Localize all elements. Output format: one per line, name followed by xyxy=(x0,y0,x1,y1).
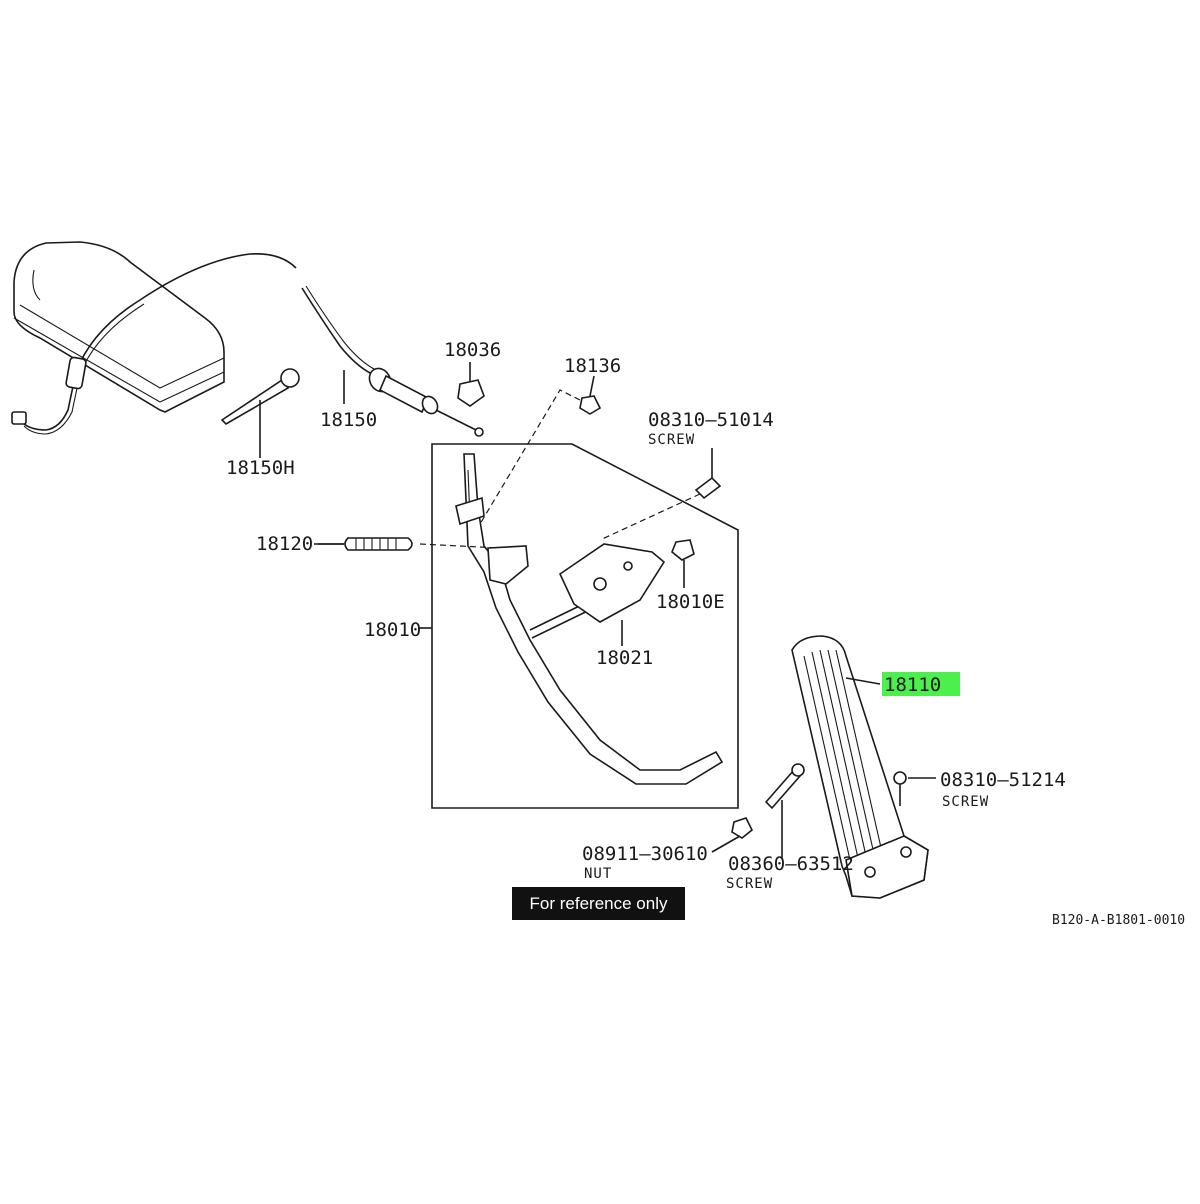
screw-upper xyxy=(599,448,722,541)
label-08310-51014: 08310—51014 xyxy=(648,409,774,431)
pedal-bracket xyxy=(558,543,666,646)
bolt-pedal xyxy=(764,763,805,858)
label-08911-30610: 08911—30610 xyxy=(582,843,708,865)
nut-pedal xyxy=(711,817,754,853)
bushing xyxy=(479,375,602,525)
label-18120: 18120 xyxy=(256,533,313,555)
label-08310-51214: 08310—51214 xyxy=(940,769,1066,791)
diagram-code: B120-A-B1801-0010 xyxy=(1052,913,1185,928)
accelerator-cable xyxy=(11,252,484,437)
label-08310-51014-type: SCREW xyxy=(648,432,695,448)
accelerator-pedal xyxy=(791,635,929,899)
label-18150h: 18150H xyxy=(226,457,295,479)
cable-clip xyxy=(220,368,300,458)
valve-cover xyxy=(13,241,225,413)
pedal-arm xyxy=(455,453,724,785)
label-18010: 18010 xyxy=(364,619,421,641)
label-18036: 18036 xyxy=(444,339,501,361)
part-highlight xyxy=(882,672,960,696)
label-18021: 18021 xyxy=(596,647,653,669)
reference-badge: For reference only xyxy=(512,887,685,920)
label-18010e: 18010E xyxy=(656,591,725,613)
nut-18010e xyxy=(671,539,695,588)
label-08360-63512-type: SCREW xyxy=(726,876,773,892)
label-18136: 18136 xyxy=(564,355,621,377)
label-08310-51214-type: SCREW xyxy=(942,794,989,810)
screw-pedal-right xyxy=(893,771,936,806)
label-18110: 18110 xyxy=(884,674,941,696)
label-08911-30610-type: NUT xyxy=(584,866,612,882)
label-18150: 18150 xyxy=(320,409,377,431)
grommet xyxy=(457,362,485,407)
label-08360-63512: 08360—63512 xyxy=(728,853,854,875)
assembly-frame xyxy=(431,443,739,809)
